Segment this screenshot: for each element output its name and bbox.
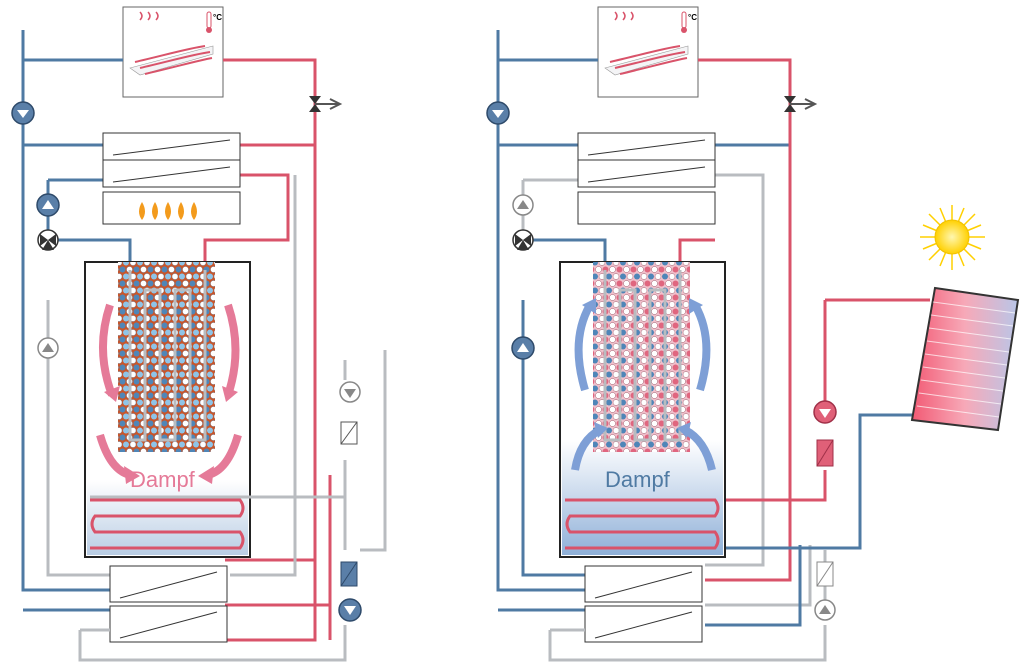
left-heat-exchanger-bottom xyxy=(109,565,228,643)
thermometer-icon xyxy=(681,11,687,33)
left-vapor-label: Dampf xyxy=(130,467,196,492)
thermostatic-valve-icon xyxy=(784,96,818,112)
sun-icon xyxy=(920,205,985,270)
pump-icon xyxy=(37,337,59,359)
pump-icon xyxy=(486,101,510,125)
heat-waves-icon xyxy=(614,11,634,21)
pump-icon xyxy=(36,193,60,217)
left-heat-exchanger-top xyxy=(102,132,241,188)
pump-icon xyxy=(11,101,35,125)
left-temp-unit: °C xyxy=(213,13,222,22)
three-way-valve-icon xyxy=(37,229,59,251)
check-valve-icon xyxy=(340,561,358,587)
pump-icon xyxy=(338,598,362,622)
pump-icon xyxy=(813,400,837,424)
left-system: °C xyxy=(11,6,387,662)
thermometer-icon xyxy=(206,11,212,33)
heat-waves-icon xyxy=(139,11,159,21)
right-burner xyxy=(577,191,716,225)
three-way-valve-icon xyxy=(512,229,534,251)
right-vapor-label: Dampf xyxy=(605,467,671,492)
check-valve-icon xyxy=(816,561,834,587)
right-temp-unit: °C xyxy=(688,13,697,22)
right-heat-exchanger-top xyxy=(577,132,716,188)
pump-icon xyxy=(339,381,361,403)
left-burner xyxy=(102,191,241,225)
pump-icon xyxy=(511,336,535,360)
pump-icon xyxy=(512,194,534,216)
solar-panel xyxy=(910,286,1020,432)
pump-icon xyxy=(814,599,836,621)
left-tank: Dampf xyxy=(84,261,345,558)
check-valve-icon xyxy=(816,439,834,467)
check-valve-icon xyxy=(340,421,358,445)
left-room-heater: °C xyxy=(122,6,224,98)
flame-icon xyxy=(139,202,197,220)
right-system: °C xyxy=(486,6,1020,662)
right-pipes xyxy=(496,30,930,662)
thermostatic-valve-icon xyxy=(309,96,343,112)
right-room-heater: °C xyxy=(597,6,699,98)
right-tank: Dampf xyxy=(559,261,726,558)
right-heat-exchanger-bottom xyxy=(584,565,703,643)
